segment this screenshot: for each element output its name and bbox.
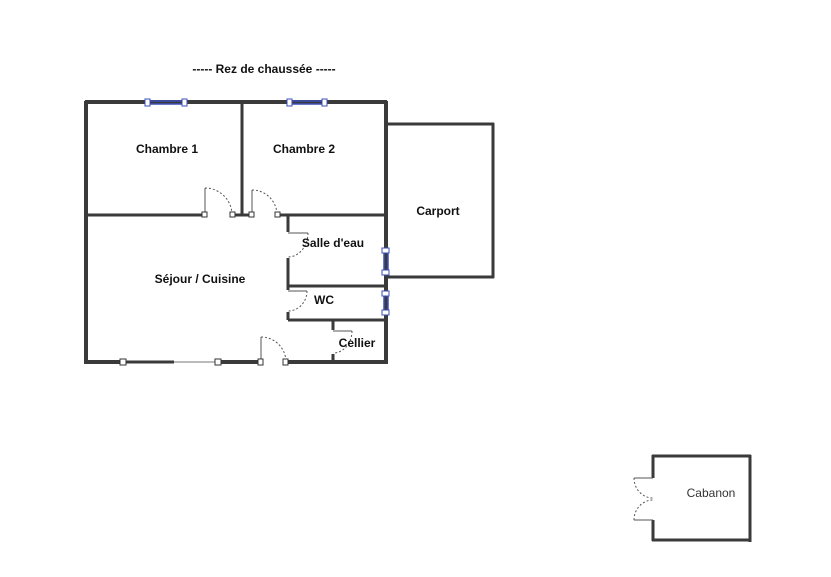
- door-salle-eau: [287, 232, 309, 258]
- house-walls: [84, 100, 388, 364]
- door-wc: [287, 290, 308, 312]
- interior-walls: [86, 102, 386, 362]
- window-chambre2: [286, 98, 328, 107]
- window-post-left: [119, 358, 127, 366]
- cabanon-walls: [651, 454, 752, 542]
- label-chambre2: Chambre 2: [273, 142, 335, 156]
- door-entrance: [257, 336, 289, 366]
- label-wc: WC: [314, 293, 334, 307]
- floor-title: ----- Rez de chaussée -----: [192, 62, 335, 76]
- label-carport: Carport: [416, 204, 459, 218]
- door-cellier: [332, 330, 353, 354]
- carport-walls: [386, 122, 495, 279]
- door-cabanon: [633, 477, 654, 521]
- label-cabanon: Cabanon: [687, 486, 736, 500]
- label-cellier: Cellier: [339, 336, 376, 350]
- door-chambre2: [248, 189, 281, 218]
- window-post-right: [214, 358, 222, 366]
- window-chambre1: [144, 98, 188, 107]
- label-sejour: Séjour / Cuisine: [155, 272, 246, 286]
- window-salle-eau: [381, 247, 390, 276]
- window-wc: [381, 290, 390, 316]
- label-chambre1: Chambre 1: [136, 142, 198, 156]
- label-salle-eau: Salle d'eau: [302, 236, 364, 250]
- door-chambre1: [201, 187, 236, 218]
